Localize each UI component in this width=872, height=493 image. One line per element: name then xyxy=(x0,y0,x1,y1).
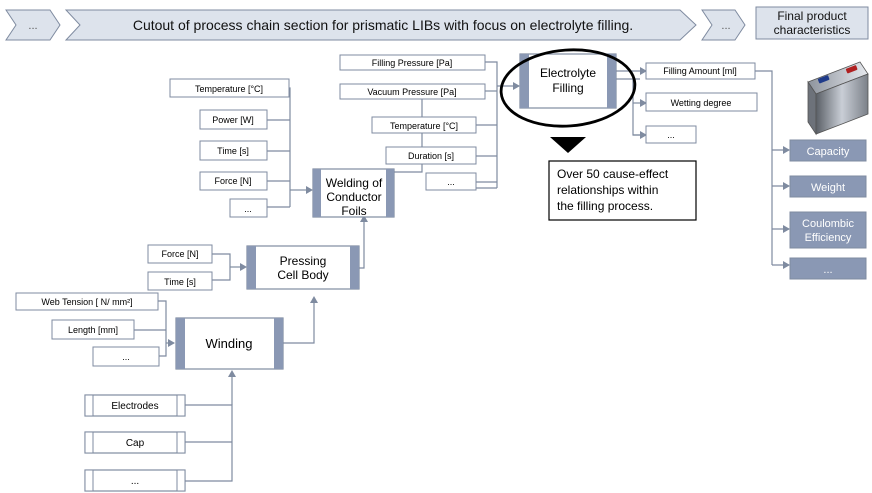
welding-param-4: Force [N] xyxy=(214,176,251,186)
filling-param-box: Duration [s] xyxy=(385,146,477,165)
pressing-label-1: Pressing xyxy=(280,254,327,268)
characteristic-3b: Efficiency xyxy=(805,232,852,244)
material-2: Cap xyxy=(126,438,145,449)
characteristic-weight: Weight xyxy=(789,175,867,198)
material-box: Electrodes xyxy=(84,394,186,417)
filling-label-2: Filling xyxy=(552,81,583,95)
pressing-label-2: Cell Body xyxy=(277,268,328,282)
process-winding: Winding xyxy=(175,317,284,370)
filling-output-box: ... xyxy=(645,125,697,144)
filling-param-5: ... xyxy=(447,177,455,187)
characteristic-coulombic: Coulombic Efficiency xyxy=(789,211,867,249)
header-chevron-lead: ... xyxy=(5,9,61,41)
characteristic-1: Capacity xyxy=(807,146,850,158)
pressing-param-1: Force [N] xyxy=(161,249,198,259)
material-box: Cap xyxy=(84,431,186,454)
winding-param-box: Web Tension [ N/ mm²] xyxy=(15,292,159,311)
process-welding: Welding of Conductor Foils xyxy=(312,168,395,218)
welding-param-box: Power [W] xyxy=(199,109,268,130)
filling-param-3: Temperature [°C] xyxy=(390,121,458,131)
header-tail-text: ... xyxy=(721,20,730,32)
winding-param-1: Web Tension [ N/ mm²] xyxy=(41,297,132,307)
welding-param-box: Force [N] xyxy=(199,171,268,191)
pressing-param-2: Time [s] xyxy=(164,277,196,287)
arrowheads xyxy=(168,67,790,377)
callout-line-2: relationships within xyxy=(557,183,658,197)
welding-param-box: ... xyxy=(229,198,268,218)
material-1: Electrodes xyxy=(111,401,158,412)
winding-param-box: ... xyxy=(92,346,160,367)
pressing-param-box: Force [N] xyxy=(147,244,213,264)
filling-output-2: Wetting degree xyxy=(671,98,732,108)
callout-line-1: Over 50 cause-effect xyxy=(557,167,669,181)
final-header-line2: characteristics xyxy=(774,23,851,37)
header-title: Cutout of process chain section for pris… xyxy=(133,17,633,33)
filling-param-2: Vacuum Pressure [Pa] xyxy=(367,87,456,97)
callout-pointer-icon xyxy=(550,137,586,153)
process-electrolyte-filling: Electrolyte Filling xyxy=(519,53,617,109)
welding-param-1: Temperature [°C] xyxy=(195,84,263,94)
characteristic-capacity: Capacity xyxy=(789,139,867,162)
header-lead-text: ... xyxy=(28,20,37,32)
header-chevron-title: Cutout of process chain section for pris… xyxy=(64,9,697,41)
filling-output-box: Wetting degree xyxy=(645,92,758,112)
prismatic-battery-icon xyxy=(807,61,869,136)
winding-param-3: ... xyxy=(122,352,130,362)
header-chevron-tail: ... xyxy=(701,9,746,41)
material-3: ... xyxy=(131,476,139,487)
characteristic-3a: Coulombic xyxy=(802,218,854,230)
welding-label-3: Foils xyxy=(341,204,366,218)
highlight-ellipse xyxy=(499,48,637,128)
filling-output-box: Filling Amount [ml] xyxy=(645,62,756,80)
filling-param-1: Filling Pressure [Pa] xyxy=(372,58,453,68)
pressing-param-box: Time [s] xyxy=(147,271,213,291)
filling-param-box: Temperature [°C] xyxy=(371,116,477,134)
welding-label-2: Conductor xyxy=(326,190,381,204)
welding-param-2: Power [W] xyxy=(212,115,254,125)
characteristic-2: Weight xyxy=(811,182,845,194)
welding-param-3: Time [s] xyxy=(217,146,249,156)
filling-label-1: Electrolyte xyxy=(540,66,596,80)
callout-line-3: the filling process. xyxy=(557,199,653,213)
process-pressing: Pressing Cell Body xyxy=(246,245,360,290)
material-box: ... xyxy=(84,469,186,492)
filling-param-box: Filling Pressure [Pa] xyxy=(339,54,486,71)
welding-param-5: ... xyxy=(244,204,252,214)
welding-param-box: Time [s] xyxy=(199,140,268,161)
winding-param-box: Length [mm] xyxy=(51,319,135,340)
winding-label: Winding xyxy=(206,336,253,351)
filling-param-box: ... xyxy=(425,172,477,191)
characteristic-4: ... xyxy=(823,264,832,276)
characteristic-more: ... xyxy=(789,257,867,280)
filling-param-box: Vacuum Pressure [Pa] xyxy=(339,83,486,100)
welding-label-1: Welding of xyxy=(326,176,383,190)
callout-box: Over 50 cause-effect relationships withi… xyxy=(548,160,697,221)
final-characteristics-header: Final product characteristics xyxy=(755,6,869,40)
filling-output-1: Filling Amount [ml] xyxy=(663,66,737,76)
winding-param-2: Length [mm] xyxy=(68,325,118,335)
filling-param-4: Duration [s] xyxy=(408,151,454,161)
final-header-line1: Final product xyxy=(777,9,847,23)
welding-param-box: Temperature [°C] xyxy=(169,78,290,98)
filling-output-3: ... xyxy=(667,130,675,140)
